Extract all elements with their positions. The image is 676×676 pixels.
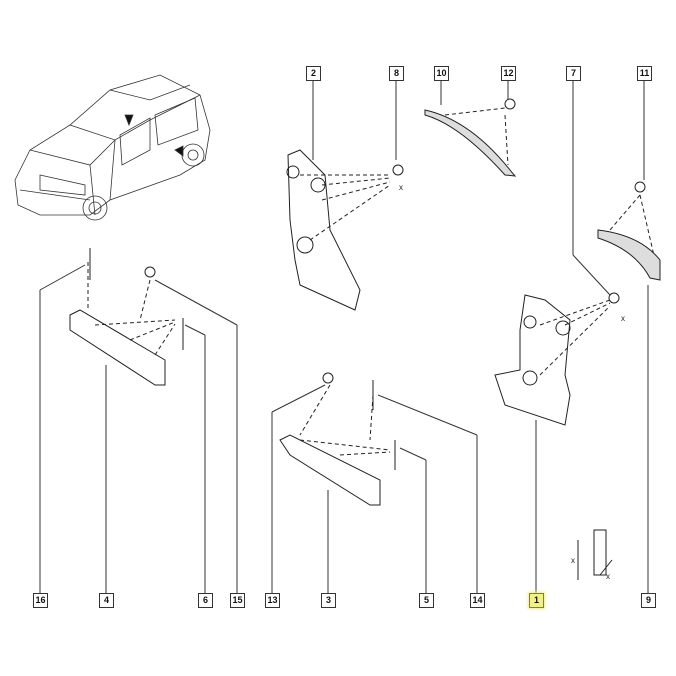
fixing-lines <box>87 107 656 456</box>
fasteners <box>89 98 646 580</box>
callout-label-10[interactable]: 10 <box>434 66 449 81</box>
car-illustration <box>14 74 211 221</box>
dimension-mark: x <box>606 572 610 581</box>
callout-label-15[interactable]: 15 <box>230 593 245 608</box>
bracket-3 <box>279 434 381 506</box>
callout-label-8[interactable]: 8 <box>389 66 404 81</box>
callout-label-7[interactable]: 7 <box>566 66 581 81</box>
callout-label-3[interactable]: 3 <box>321 593 336 608</box>
callout-label-9[interactable]: 9 <box>641 593 656 608</box>
callout-label-5[interactable]: 5 <box>419 593 434 608</box>
mudflap-front-2 <box>286 149 361 311</box>
callout-label-14[interactable]: 14 <box>470 593 485 608</box>
dimension-mark: x <box>399 183 403 192</box>
callout-label-13[interactable]: 13 <box>265 593 280 608</box>
callout-label-2[interactable]: 2 <box>306 66 321 81</box>
callout-label-11[interactable]: 11 <box>637 66 652 81</box>
callout-label-4[interactable]: 4 <box>99 593 114 608</box>
callout-label-12[interactable]: 12 <box>501 66 516 81</box>
callout-label-16[interactable]: 16 <box>33 593 48 608</box>
bracket-4 <box>69 309 166 386</box>
moulding-9 <box>597 229 661 281</box>
leader-lines <box>39 80 649 593</box>
dimension-mark: x <box>571 556 575 565</box>
moulding-10 <box>424 109 517 177</box>
mudflap-rear-1 <box>494 294 571 426</box>
dimension-mark: x <box>621 314 625 323</box>
callout-label-6[interactable]: 6 <box>198 593 213 608</box>
callout-label-1-selected[interactable]: 1 <box>529 593 544 608</box>
